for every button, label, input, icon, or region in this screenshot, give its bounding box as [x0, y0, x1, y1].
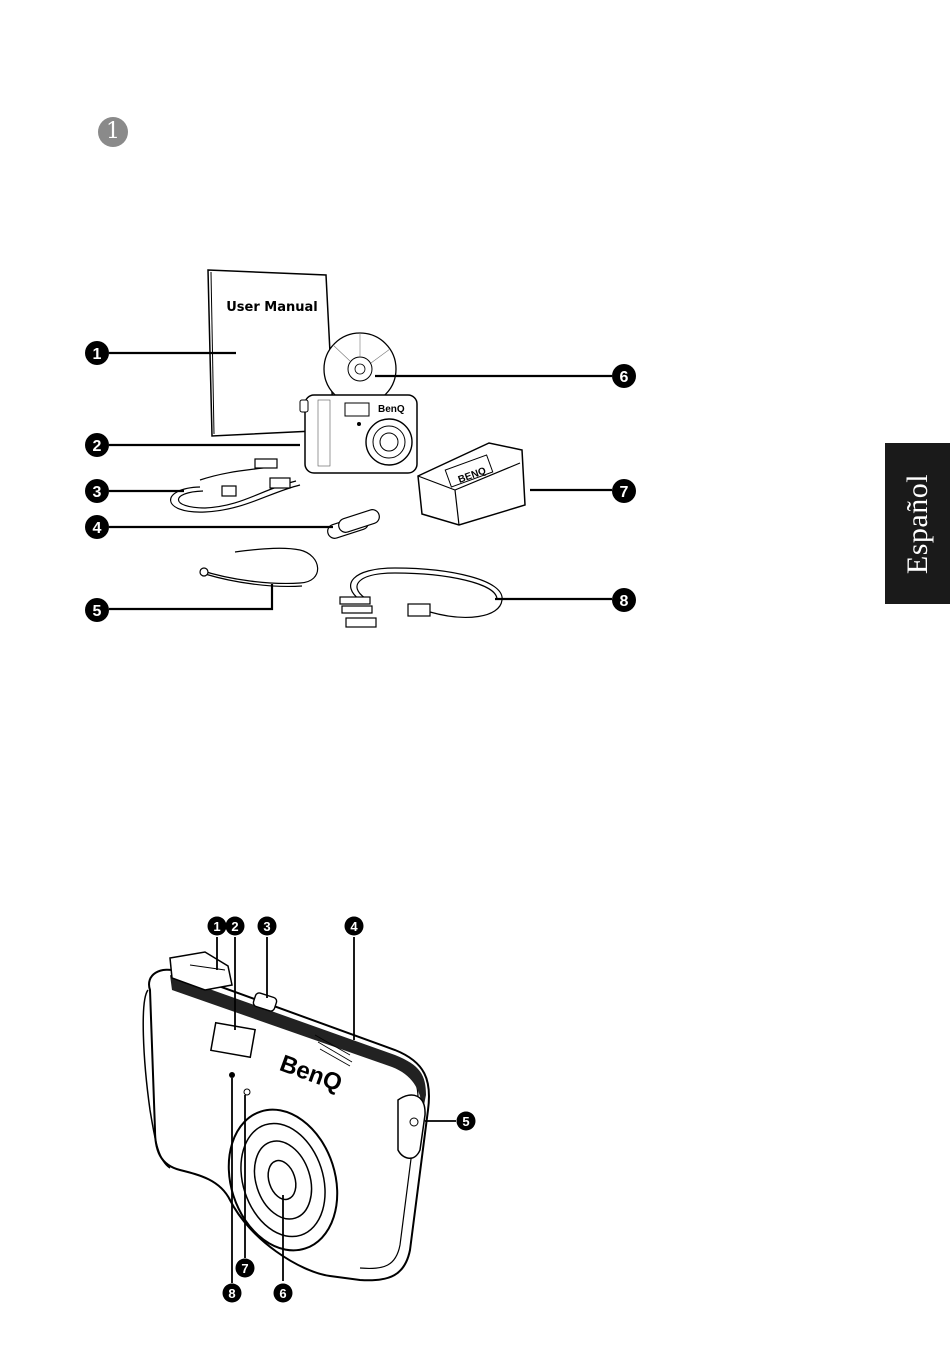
svg-text:BenQ: BenQ: [378, 404, 405, 415]
camera-pouch: BENQ: [418, 443, 525, 525]
front-callout-4-label: 4: [350, 919, 358, 934]
front-callout-1-label: 1: [213, 919, 220, 934]
callout-7-label: 7: [620, 484, 629, 501]
camera-small: BenQ: [300, 395, 417, 473]
callout-8-label: 8: [620, 593, 629, 610]
front-callout-8-label: 8: [228, 1286, 235, 1301]
software-cd: [324, 333, 396, 405]
camera-front-illustration: BenQ: [143, 952, 429, 1280]
front-callout-5-label: 5: [462, 1114, 469, 1129]
batteries: [326, 508, 381, 540]
callout-4-label: 4: [93, 520, 102, 537]
front-callout-2-label: 2: [231, 919, 238, 934]
callout-5-label: 5: [93, 603, 102, 620]
usb-cable: [171, 459, 300, 512]
callout-3-label: 3: [93, 484, 102, 501]
wrist-strap: [200, 548, 318, 586]
manual-title: User Manual: [226, 300, 318, 315]
callout-2-label: 2: [93, 438, 102, 455]
callout-1-label: 1: [93, 346, 102, 363]
front-callout-3-label: 3: [263, 919, 270, 934]
callout-6-label: 6: [620, 369, 629, 386]
front-callout-6-label: 6: [279, 1286, 286, 1301]
av-cable: [340, 568, 502, 627]
front-callout-7-label: 7: [241, 1261, 248, 1276]
